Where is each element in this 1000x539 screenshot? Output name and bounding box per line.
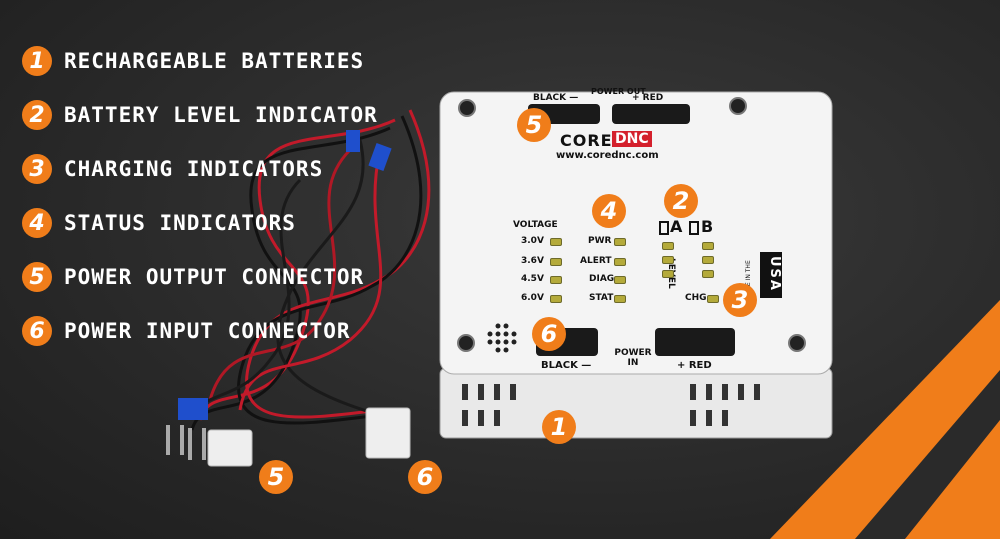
feature-item: 2 BATTERY LEVEL INDICATOR	[22, 100, 378, 130]
feature-item: 3 CHARGING INDICATORS	[22, 154, 323, 184]
panel-screws	[457, 97, 806, 352]
feature-label: STATUS INDICATORS	[64, 211, 296, 235]
output-slot-red	[612, 104, 690, 124]
callout-badge: 5	[517, 108, 551, 142]
feature-item: 5 POWER OUTPUT CONNECTOR	[22, 262, 364, 292]
feature-item: 1 RECHARGEABLE BATTERIES	[22, 46, 364, 76]
voltage-led	[550, 258, 562, 266]
spade-forks	[166, 425, 206, 460]
status-label: STAT	[589, 293, 614, 303]
power-out-label: POWER OUT	[591, 87, 646, 96]
voltage-led	[550, 238, 562, 246]
status-led	[614, 258, 626, 266]
voltage-label: 3.6V	[521, 256, 544, 266]
feature-label: RECHARGEABLE BATTERIES	[64, 49, 365, 73]
corner-stripe-gap	[855, 370, 1000, 539]
status-label: DIAG	[589, 274, 615, 284]
brand-core: CORE	[560, 131, 613, 150]
output-red-label: + RED	[632, 93, 664, 103]
feature-item: 4 STATUS INDICATORS	[22, 208, 296, 238]
level-led	[702, 270, 714, 278]
status-led	[614, 276, 626, 284]
feature-label: CHARGING INDICATORS	[64, 157, 324, 181]
cable-bundle	[188, 109, 431, 431]
callout-badge: 1	[542, 410, 576, 444]
brand-dnc: DNC	[612, 131, 652, 147]
feature-number-badge: 6	[22, 316, 52, 346]
level-b-label: B	[701, 217, 714, 236]
callout-badge: 3	[723, 283, 757, 317]
feature-number-badge: 3	[22, 154, 52, 184]
callout-badge: 2	[664, 184, 698, 218]
crimp-terminal	[346, 130, 360, 152]
feature-label: BATTERY LEVEL INDICATOR	[64, 103, 378, 127]
feature-number-badge: 1	[22, 46, 52, 76]
voltage-title: VOLTAGE	[513, 220, 558, 230]
status-label: PWR	[588, 236, 612, 246]
output-black-label: BLACK —	[533, 93, 579, 103]
input-red-label: + RED	[677, 360, 712, 371]
voltage-label: 4.5V	[521, 274, 544, 284]
callout-badge: 4	[592, 194, 626, 228]
level-led	[702, 242, 714, 250]
feature-number-badge: 2	[22, 100, 52, 130]
enclosure-body	[439, 367, 833, 439]
feature-label: POWER INPUT CONNECTOR	[64, 319, 351, 343]
feature-number-badge: 5	[22, 262, 52, 292]
speaker-grille	[487, 323, 517, 353]
chg-led	[707, 295, 719, 303]
input-black-label: BLACK —	[541, 360, 592, 371]
chg-label: CHG	[685, 293, 707, 303]
usa-label: USA	[767, 256, 782, 292]
callout-badge: 6	[408, 460, 442, 494]
callout-badge: 5	[259, 460, 293, 494]
power-in-label: POWER IN	[614, 348, 652, 368]
voltage-label: 6.0V	[521, 293, 544, 303]
level-a-label: A	[670, 217, 683, 236]
level-led	[662, 242, 674, 250]
status-label: ALERT	[580, 256, 612, 266]
feature-number-badge: 4	[22, 208, 52, 238]
level-led	[702, 256, 714, 264]
usa-box	[760, 252, 782, 298]
website-text: www.corednc.com	[556, 150, 659, 161]
output-plug	[207, 429, 253, 467]
voltage-led	[550, 295, 562, 303]
crimp-terminal	[178, 398, 208, 420]
level-led	[662, 256, 674, 264]
feature-item: 6 POWER INPUT CONNECTOR	[22, 316, 351, 346]
feature-label: POWER OUTPUT CONNECTOR	[64, 265, 365, 289]
status-led	[614, 238, 626, 246]
input-slot-red	[655, 328, 735, 356]
input-plug	[365, 407, 411, 459]
voltage-label: 3.0V	[521, 236, 544, 246]
callout-badge: 6	[532, 317, 566, 351]
battery-b-icon	[689, 221, 699, 235]
status-led	[614, 295, 626, 303]
crimp-terminal	[368, 142, 392, 172]
battery-a-icon	[659, 221, 669, 235]
vent-slots	[462, 384, 760, 426]
voltage-led	[550, 276, 562, 284]
level-led	[662, 270, 674, 278]
